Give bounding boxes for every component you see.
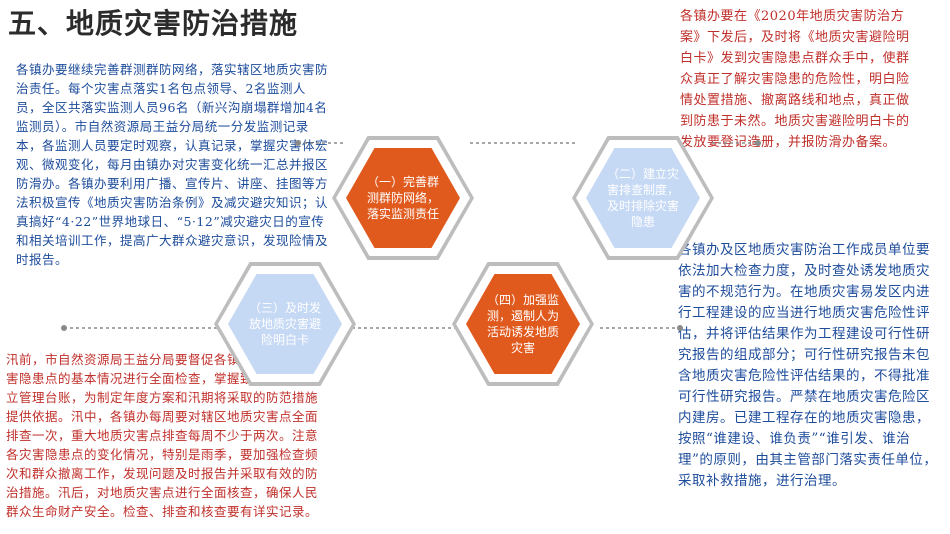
hexagon-measure-4: （四）加强监测，遏制人为活动诱发地质灾害: [452, 262, 594, 386]
paragraph-warning-card: 各镇办要在《2020年地质灾害防治方案》下发后，及时将《地质灾害避险明白卡》发到…: [680, 9, 910, 150]
hexagon-measure-4-label: （四）加强监测，遏制人为活动诱发地质灾害: [486, 293, 559, 355]
hexagon-measure-3: （三）及时发放地质灾害避险明白卡: [214, 262, 356, 386]
hexagon-measure-3-label: （三）及时发放地质灾害避险明白卡: [248, 301, 321, 347]
paragraph-flood-season: 汛前，市自然资源局王益分局要督促各镇办对辖区各灾害隐患点的基本情况进行全面检查，…: [6, 352, 319, 519]
paragraph-monitoring: 各镇办要继续完善群测群防网络，落实辖区地质灾害防治责任。每个灾害点落实1名包点领…: [16, 62, 329, 267]
hexagon-measure-2: （二）建立灾害排查制度，及时排除灾害隐患: [572, 136, 714, 260]
hexagon-measure-1-label: （一）完善群测群防网络，落实监测责任: [366, 175, 439, 221]
paragraph-inspection: 各镇办及区地质灾害防治工作成员单位要依法加大检查力度，及时查处诱发地质灾害的不规…: [678, 242, 938, 489]
hexagon-measure-2-label: （二）建立灾害排查制度，及时排除灾害隐患: [606, 167, 679, 229]
slide-title: 五、地质灾害防治措施: [8, 7, 299, 40]
hexagon-measure-1: （一）完善群测群防网络，落实监测责任: [332, 136, 474, 260]
